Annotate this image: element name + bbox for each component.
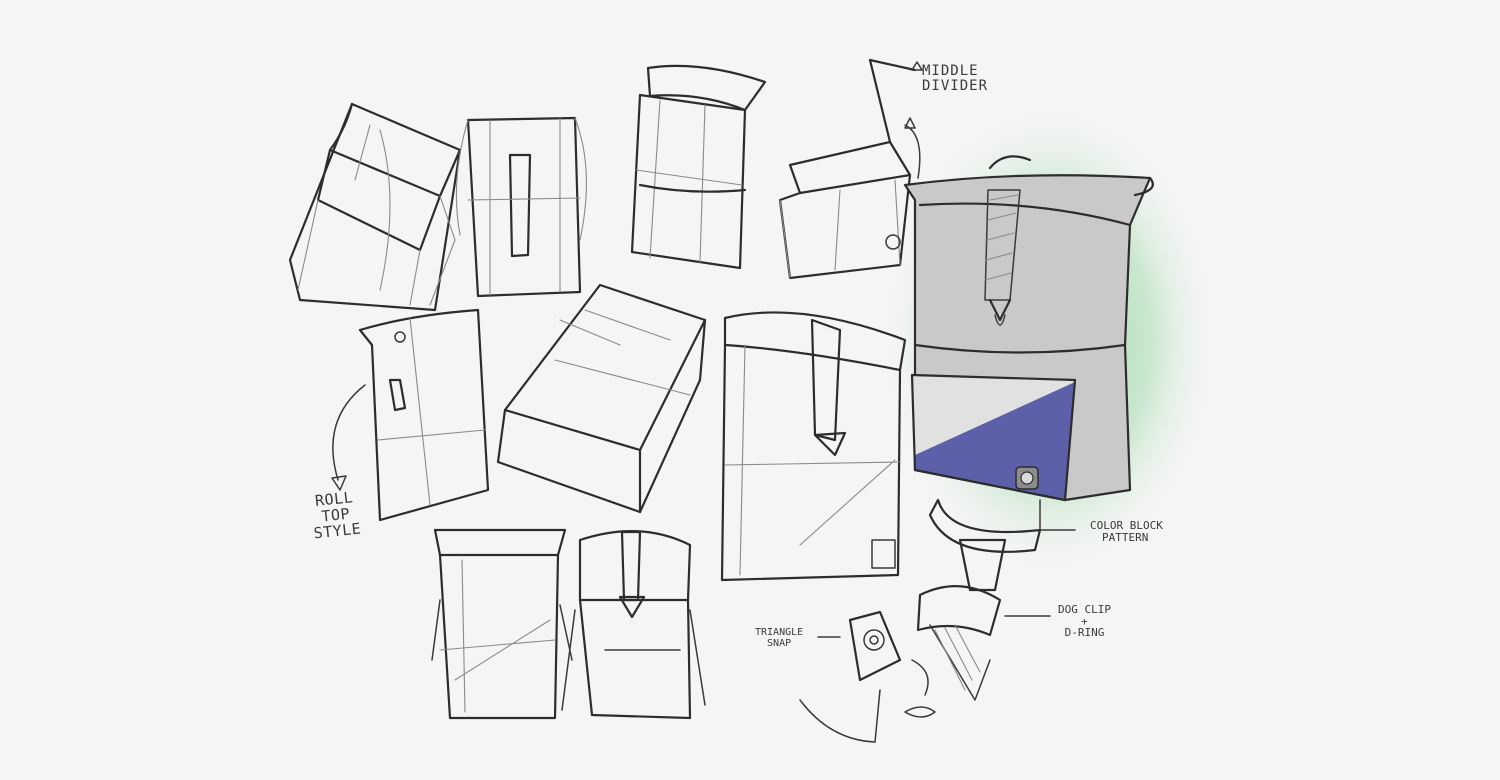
label-line: SNAP bbox=[767, 637, 792, 649]
sketch-backpack-1 bbox=[288, 102, 462, 312]
sketch-dog-clip bbox=[916, 498, 1076, 701]
label-color-block-pattern: COLOR BLOCK PATTERN bbox=[1090, 520, 1163, 543]
label-line: PATTERN bbox=[1102, 530, 1149, 544]
sketch-middle-divider bbox=[778, 58, 923, 280]
sketch-backpack-3 bbox=[630, 64, 767, 270]
sketch-roll-top-side bbox=[331, 308, 490, 522]
sketch-backpack-strap bbox=[720, 311, 907, 582]
sketch-backpack-lying bbox=[496, 283, 707, 514]
label-dog-clip-d-ring: DOG CLIP + D-RING bbox=[1058, 604, 1111, 639]
label-line: TRIANGLE bbox=[755, 627, 804, 638]
label-line: D-RING bbox=[1064, 626, 1105, 640]
label-line: DOG CLIP bbox=[1058, 603, 1111, 616]
label-line: + bbox=[1081, 614, 1088, 628]
sketch-triangle-snap bbox=[799, 610, 936, 743]
label-roll-top-style: ROLL TOP STYLE bbox=[310, 488, 362, 542]
label-triangle-snap: TRIANGLE SNAP bbox=[755, 627, 804, 649]
label-middle-divider: MIDDLE DIVIDER bbox=[922, 64, 988, 93]
label-line: COLOR BLOCK bbox=[1090, 519, 1163, 532]
sketch-backpack-bottom-left bbox=[431, 528, 573, 720]
hero-backpack bbox=[903, 155, 1154, 502]
label-line: MIDDLE bbox=[922, 63, 979, 79]
label-line: DIVIDER bbox=[922, 77, 989, 94]
sketch-backpack-2 bbox=[455, 116, 587, 298]
sketch-backpack-bottom-center bbox=[561, 530, 706, 720]
